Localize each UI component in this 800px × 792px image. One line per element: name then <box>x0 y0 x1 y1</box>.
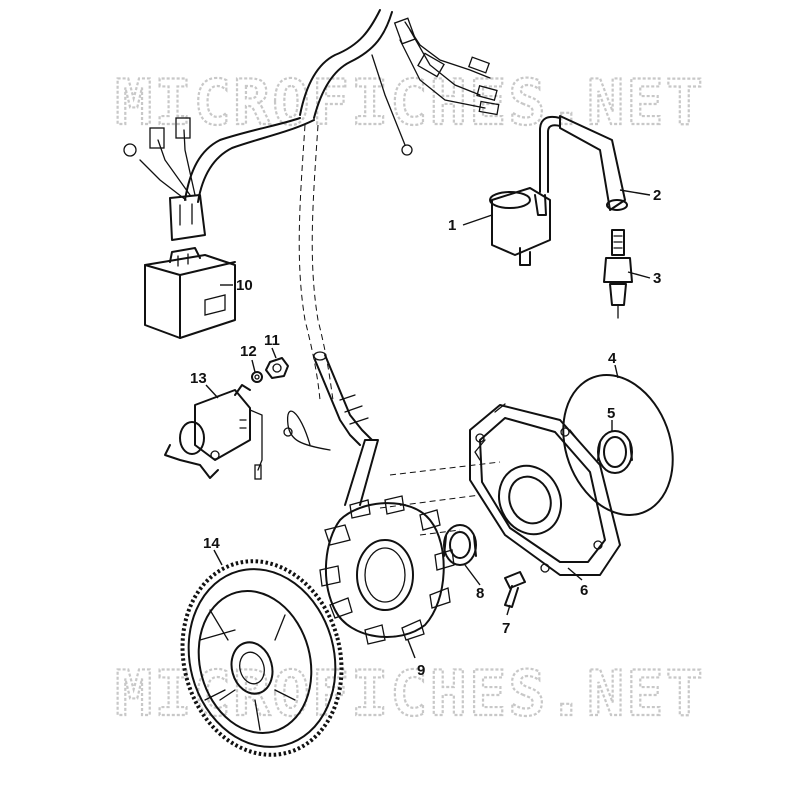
part-9-stator <box>283 351 455 645</box>
part-7-bolt <box>504 571 526 608</box>
callout-6: 6 <box>580 582 588 599</box>
callout-14: 14 <box>203 535 220 552</box>
part-3-spark-plug <box>603 229 633 319</box>
part-5-oil-seal <box>597 430 633 474</box>
watermark-top: MICROFICHES.NET <box>115 66 705 139</box>
part-2-spark-plug-cap <box>539 115 628 211</box>
wiring-harness <box>123 9 500 401</box>
callout-2: 2 <box>653 187 661 204</box>
part-14-flywheel <box>180 559 344 757</box>
part-11-nut <box>265 357 289 379</box>
callout-13: 13 <box>190 370 207 387</box>
callout-8: 8 <box>476 585 484 602</box>
callout-3: 3 <box>653 270 661 287</box>
callout-1: 1 <box>448 217 456 234</box>
part-13-starter-solenoid <box>164 384 263 480</box>
part-4-o-ring <box>562 374 674 516</box>
callout-11: 11 <box>264 332 280 349</box>
callout-4: 4 <box>608 350 617 367</box>
callout-7: 7 <box>502 620 510 637</box>
callout-12: 12 <box>240 343 257 360</box>
part-1-ignition-coil <box>489 187 551 266</box>
callout-10: 10 <box>236 277 253 294</box>
part-12-washer <box>251 371 263 383</box>
callouts: 1 2 3 4 5 6 7 8 9 10 11 12 13 14 <box>190 187 661 679</box>
callout-9: 9 <box>417 662 425 679</box>
alignment-lines <box>379 461 501 536</box>
callout-leaders <box>205 189 651 659</box>
part-10-cdi-box <box>144 247 236 339</box>
part-6-stator-housing <box>469 403 621 576</box>
watermark-bottom: MICROFICHES.NET <box>115 657 705 730</box>
callout-5: 5 <box>607 405 615 422</box>
part-8-oil-seal <box>443 524 477 566</box>
